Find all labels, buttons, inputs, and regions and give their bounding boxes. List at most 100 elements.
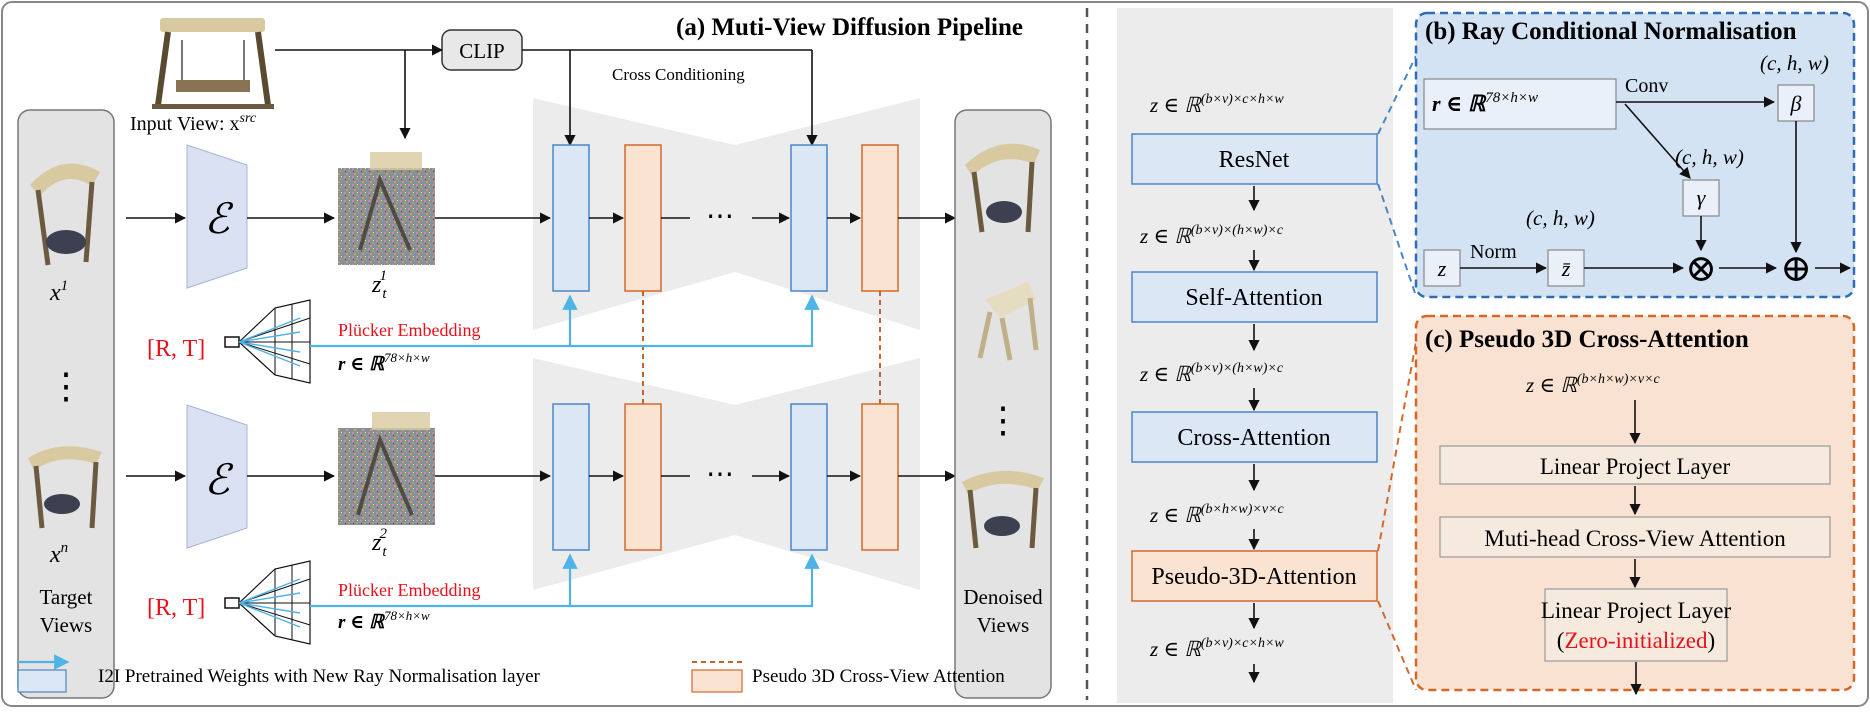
multiply-icon: ⊗: [1685, 248, 1717, 290]
connector-resnet-top: [1377, 55, 1417, 135]
target-views-line2: Views: [40, 613, 92, 637]
svg-text:z ∈ ℝ(b×v)×(h×w)×c: z ∈ ℝ(b×v)×(h×w)×c: [1139, 361, 1284, 386]
gamma-box: [1682, 179, 1720, 217]
ray-line-bottom: [310, 553, 820, 608]
svg-text:Input View: xsrc: Input View: xsrc: [130, 111, 257, 135]
block-cross-attention: [1131, 411, 1378, 463]
unet-block-blue-2-bottom: [790, 403, 828, 551]
plucker-label-bottom: Plücker Embedding: [338, 580, 480, 600]
linear-project-label-1: Linear Project Layer: [1540, 454, 1731, 479]
encoder-symbol-bottom: ℰ: [204, 458, 234, 504]
legend-orange-swatch: [691, 669, 743, 693]
target-first-label: x: [49, 280, 61, 306]
camera-icon-bottom: [224, 560, 311, 645]
unet-block-blue-1-top: [552, 144, 590, 292]
noisy-latent-1: [338, 168, 435, 265]
unet-block-orange-2-bottom: [861, 403, 899, 551]
camera-icon-top: [224, 299, 311, 384]
panel-c: (c) Pseudo 3D Cross-Attention z ∈ ℝ(b×h×…: [1414, 314, 1856, 696]
ray-input-box: [1423, 78, 1617, 130]
input-view-sup: src: [240, 111, 257, 126]
latent-2-sub: t: [382, 544, 387, 560]
connector-resnet-bottom: [1377, 183, 1417, 297]
unet-block-blue-2-top: [790, 144, 828, 292]
svg-text:r ∈ ℝ78×h×w: r ∈ ℝ78×h×w: [1432, 90, 1538, 116]
block-resnet: [1131, 133, 1378, 185]
zero-initialized-label: Zero-initialized: [1564, 628, 1708, 653]
svg-text:(Zero-initialized): (Zero-initialized): [1557, 628, 1715, 653]
linear-project-label-2: Linear Project Layer: [1541, 598, 1732, 623]
block-cross-attention-label: Cross-Attention: [1177, 425, 1330, 451]
svg-text:(b) Ray Conditional Normalisat: (b) Ray Conditional Normalisation: [1425, 18, 1797, 45]
latent-1-label: z: [371, 272, 382, 298]
block-pseudo-3d-attention: [1131, 550, 1378, 602]
add-icon: ⊕: [1780, 248, 1812, 290]
latent-2-label: z: [371, 530, 382, 556]
svg-text:x1: x1: [49, 278, 68, 306]
rt-label-top: [R, T]: [147, 336, 205, 362]
zbar-box: [1547, 249, 1585, 287]
rt-label-bottom: [R, T]: [147, 595, 205, 621]
dim-label-0: z ∈ ℝ: [1149, 93, 1202, 117]
target-view-image-n: [28, 446, 102, 529]
shape-beta: (c, h, w): [1760, 51, 1829, 75]
svg-text:r ∈ ℝ78×h×w: r ∈ ℝ78×h×w: [338, 608, 430, 633]
encoder-symbol-top: ℰ: [204, 197, 234, 243]
linear-project-box-1: [1439, 445, 1831, 485]
ray-formula-top: r ∈ ℝ: [338, 354, 386, 375]
beta-label: β: [1790, 91, 1802, 116]
dim-label-2-sup: (b×v)×(h×w)×c: [1191, 361, 1284, 376]
gamma-label: γ: [1697, 185, 1707, 210]
svg-text:r ∈ ℝ78×h×w: r ∈ ℝ78×h×w: [338, 350, 430, 375]
unet-block-orange-1-bottom: [624, 403, 662, 551]
shape-zbar: (c, h, w): [1526, 206, 1595, 230]
unet-block-orange-1-top: [624, 144, 662, 292]
svg-text:zt2: zt2: [371, 526, 388, 560]
encoder-bottom: [186, 404, 248, 549]
multihead-attention-box: [1439, 516, 1831, 558]
zero-close-paren: ): [1708, 628, 1716, 653]
svg-text:(c) Pseudo 3D Cross-Attention: (c) Pseudo 3D Cross-Attention: [1425, 326, 1749, 353]
ray-line-top: [310, 294, 820, 348]
z-box: [1423, 249, 1461, 287]
denoised-views-frame: [954, 109, 1052, 699]
latent-1-sub: t: [382, 286, 387, 302]
dim-label-3-sup: (b×h×w)×v×c: [1201, 502, 1285, 517]
panel-a: (a) Muti-View Diffusion Pipeline Input V…: [17, 14, 1052, 699]
target-views-frame: [17, 109, 115, 699]
svg-text:z ∈ ℝ(b×h×w)×v×c: z ∈ ℝ(b×h×w)×v×c: [1525, 372, 1661, 397]
panel-b: (b) Ray Conditional Normalisation r ∈ ℝ7…: [1414, 11, 1856, 299]
panel-c-input-sup: (b×h×w)×v×c: [1577, 372, 1661, 387]
panel-a-title: (a) Muti-View Diffusion Pipeline: [676, 14, 1023, 41]
block-self-attention: [1131, 271, 1378, 323]
latent-1-sup: 1: [380, 268, 388, 284]
multihead-attention-label: Muti-head Cross-View Attention: [1484, 526, 1786, 551]
encoder-top: [186, 144, 248, 289]
ray-input-sup: 78×h×w: [1485, 90, 1538, 106]
transformer-block-column: z ∈ ℝ(b×v)×c×h×w ResNet z ∈ ℝ(b×v)×(h×w)…: [1117, 8, 1417, 703]
input-view-image: [152, 18, 274, 109]
ray-input-label: r ∈ ℝ: [1432, 91, 1487, 116]
target-last-sup: n: [61, 540, 69, 556]
dim-label-0-sup: (b×v)×c×h×w: [1201, 92, 1285, 107]
noisy-latent-2: [338, 428, 435, 525]
legend-blue-label: I2I Pretrained Weights with New Ray Norm…: [98, 666, 541, 687]
target-vdots: ⋮: [48, 366, 84, 406]
dim-label-1-sup: (b×v)×(h×w)×c: [1191, 223, 1284, 238]
target-last-label: x: [49, 542, 61, 568]
hdots-top: ⋯: [706, 201, 734, 232]
hdots-bottom: ⋯: [706, 459, 734, 490]
dim-label-1: z ∈ ℝ: [1139, 224, 1192, 248]
plucker-label-top: Plücker Embedding: [338, 320, 480, 340]
block-self-attention-label: Self-Attention: [1185, 285, 1322, 311]
beta-box: [1777, 84, 1815, 122]
denoised-views-line1: Denoised: [963, 585, 1043, 609]
panel-c-title: (c) Pseudo 3D Cross-Attention: [1425, 326, 1749, 353]
block-pseudo-3d-attention-label: Pseudo-3D-Attention: [1151, 564, 1356, 590]
dim-label-4: z ∈ ℝ: [1149, 637, 1202, 661]
unet-block-orange-2-top: [861, 144, 899, 292]
z-label: z: [1437, 256, 1447, 281]
svg-text:z ∈ ℝ(b×v)×(h×w)×c: z ∈ ℝ(b×v)×(h×w)×c: [1139, 223, 1284, 248]
